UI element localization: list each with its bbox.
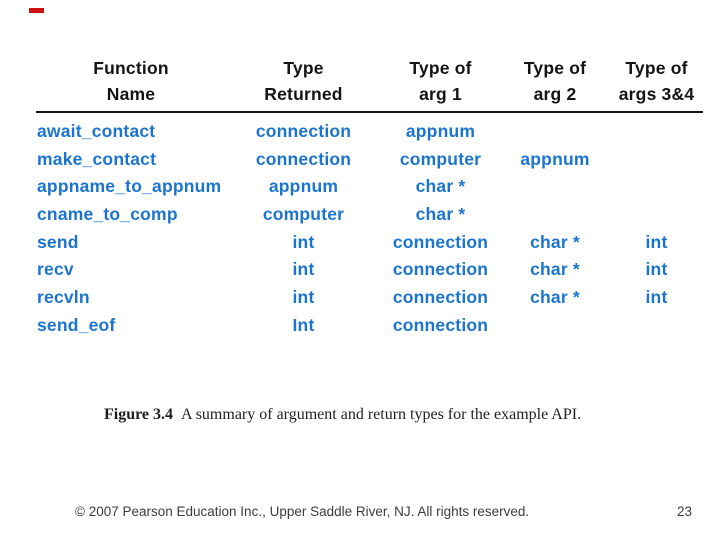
- function-name-cell: recvln: [37, 287, 90, 308]
- function-name-cell: recv: [37, 259, 74, 280]
- type-cell: computer: [399, 148, 482, 169]
- column-header: Type of arg 1: [409, 58, 472, 104]
- column-header: Type Returned: [264, 58, 343, 104]
- type-cell: Int: [292, 314, 315, 335]
- type-cell: int: [292, 259, 315, 280]
- figure-caption: Figure 3.4 A summary of argument and ret…: [104, 406, 581, 424]
- api-types-table: Function Name Type Returned Type of arg 1 T…: [36, 55, 703, 340]
- copyright-text: © 2007 Pearson Education Inc., Upper Sad…: [75, 504, 530, 519]
- type-cell: connection: [392, 231, 489, 252]
- type-cell: [500, 312, 610, 340]
- function-name-cell: send_eof: [37, 314, 116, 335]
- type-cell: int: [292, 287, 315, 308]
- type-cell: appnum: [520, 148, 590, 169]
- type-cell: [610, 312, 703, 340]
- type-cell: appnum: [405, 121, 476, 141]
- column-header: Type of arg 2: [523, 58, 587, 104]
- type-cell: connection: [255, 148, 352, 169]
- function-name-cell: cname_to_comp: [37, 204, 178, 225]
- red-pen-mark-icon: [29, 8, 44, 13]
- type-cell: connection: [255, 121, 352, 141]
- type-cell: [610, 146, 703, 174]
- function-name-cell: send: [37, 231, 79, 252]
- type-cell: connection: [392, 314, 489, 335]
- type-cell: [610, 201, 703, 229]
- column-header: Function Name: [93, 58, 169, 104]
- type-cell: connection: [392, 287, 489, 308]
- slide-footer: © 2007 Pearson Education Inc., Upper Sad…: [75, 504, 692, 519]
- page-number: 23: [676, 504, 692, 519]
- table-body: await_contact connection appnum make_contac…: [36, 118, 703, 340]
- type-cell: [610, 118, 703, 146]
- type-cell: char *: [530, 231, 580, 252]
- type-cell: int: [645, 259, 668, 280]
- type-cell: int: [645, 231, 668, 252]
- column-header: Type of args 3&4: [618, 58, 695, 104]
- type-cell: [500, 118, 610, 146]
- type-cell: int: [292, 231, 315, 252]
- table-header-row: Function Name Type Returned Type of arg 1 T…: [36, 55, 703, 107]
- type-cell: [500, 201, 610, 229]
- type-cell: [610, 173, 703, 201]
- function-name-cell: appname_to_appnum: [37, 176, 222, 197]
- function-name-cell: make_contact: [37, 148, 157, 169]
- type-cell: char *: [530, 259, 580, 280]
- type-cell: char *: [415, 204, 466, 225]
- type-cell: char *: [415, 176, 466, 197]
- figure-caption-label: Figure 3.4: [104, 406, 174, 423]
- type-cell: char *: [530, 287, 580, 308]
- type-cell: [500, 173, 610, 201]
- figure-caption-text: A summary of argument and return types f…: [181, 406, 582, 423]
- type-cell: int: [645, 287, 668, 308]
- type-cell: connection: [392, 259, 489, 280]
- type-cell: computer: [262, 204, 345, 225]
- function-name-cell: await_contact: [37, 121, 156, 141]
- type-cell: appnum: [268, 176, 339, 197]
- header-divider-line: [36, 111, 703, 113]
